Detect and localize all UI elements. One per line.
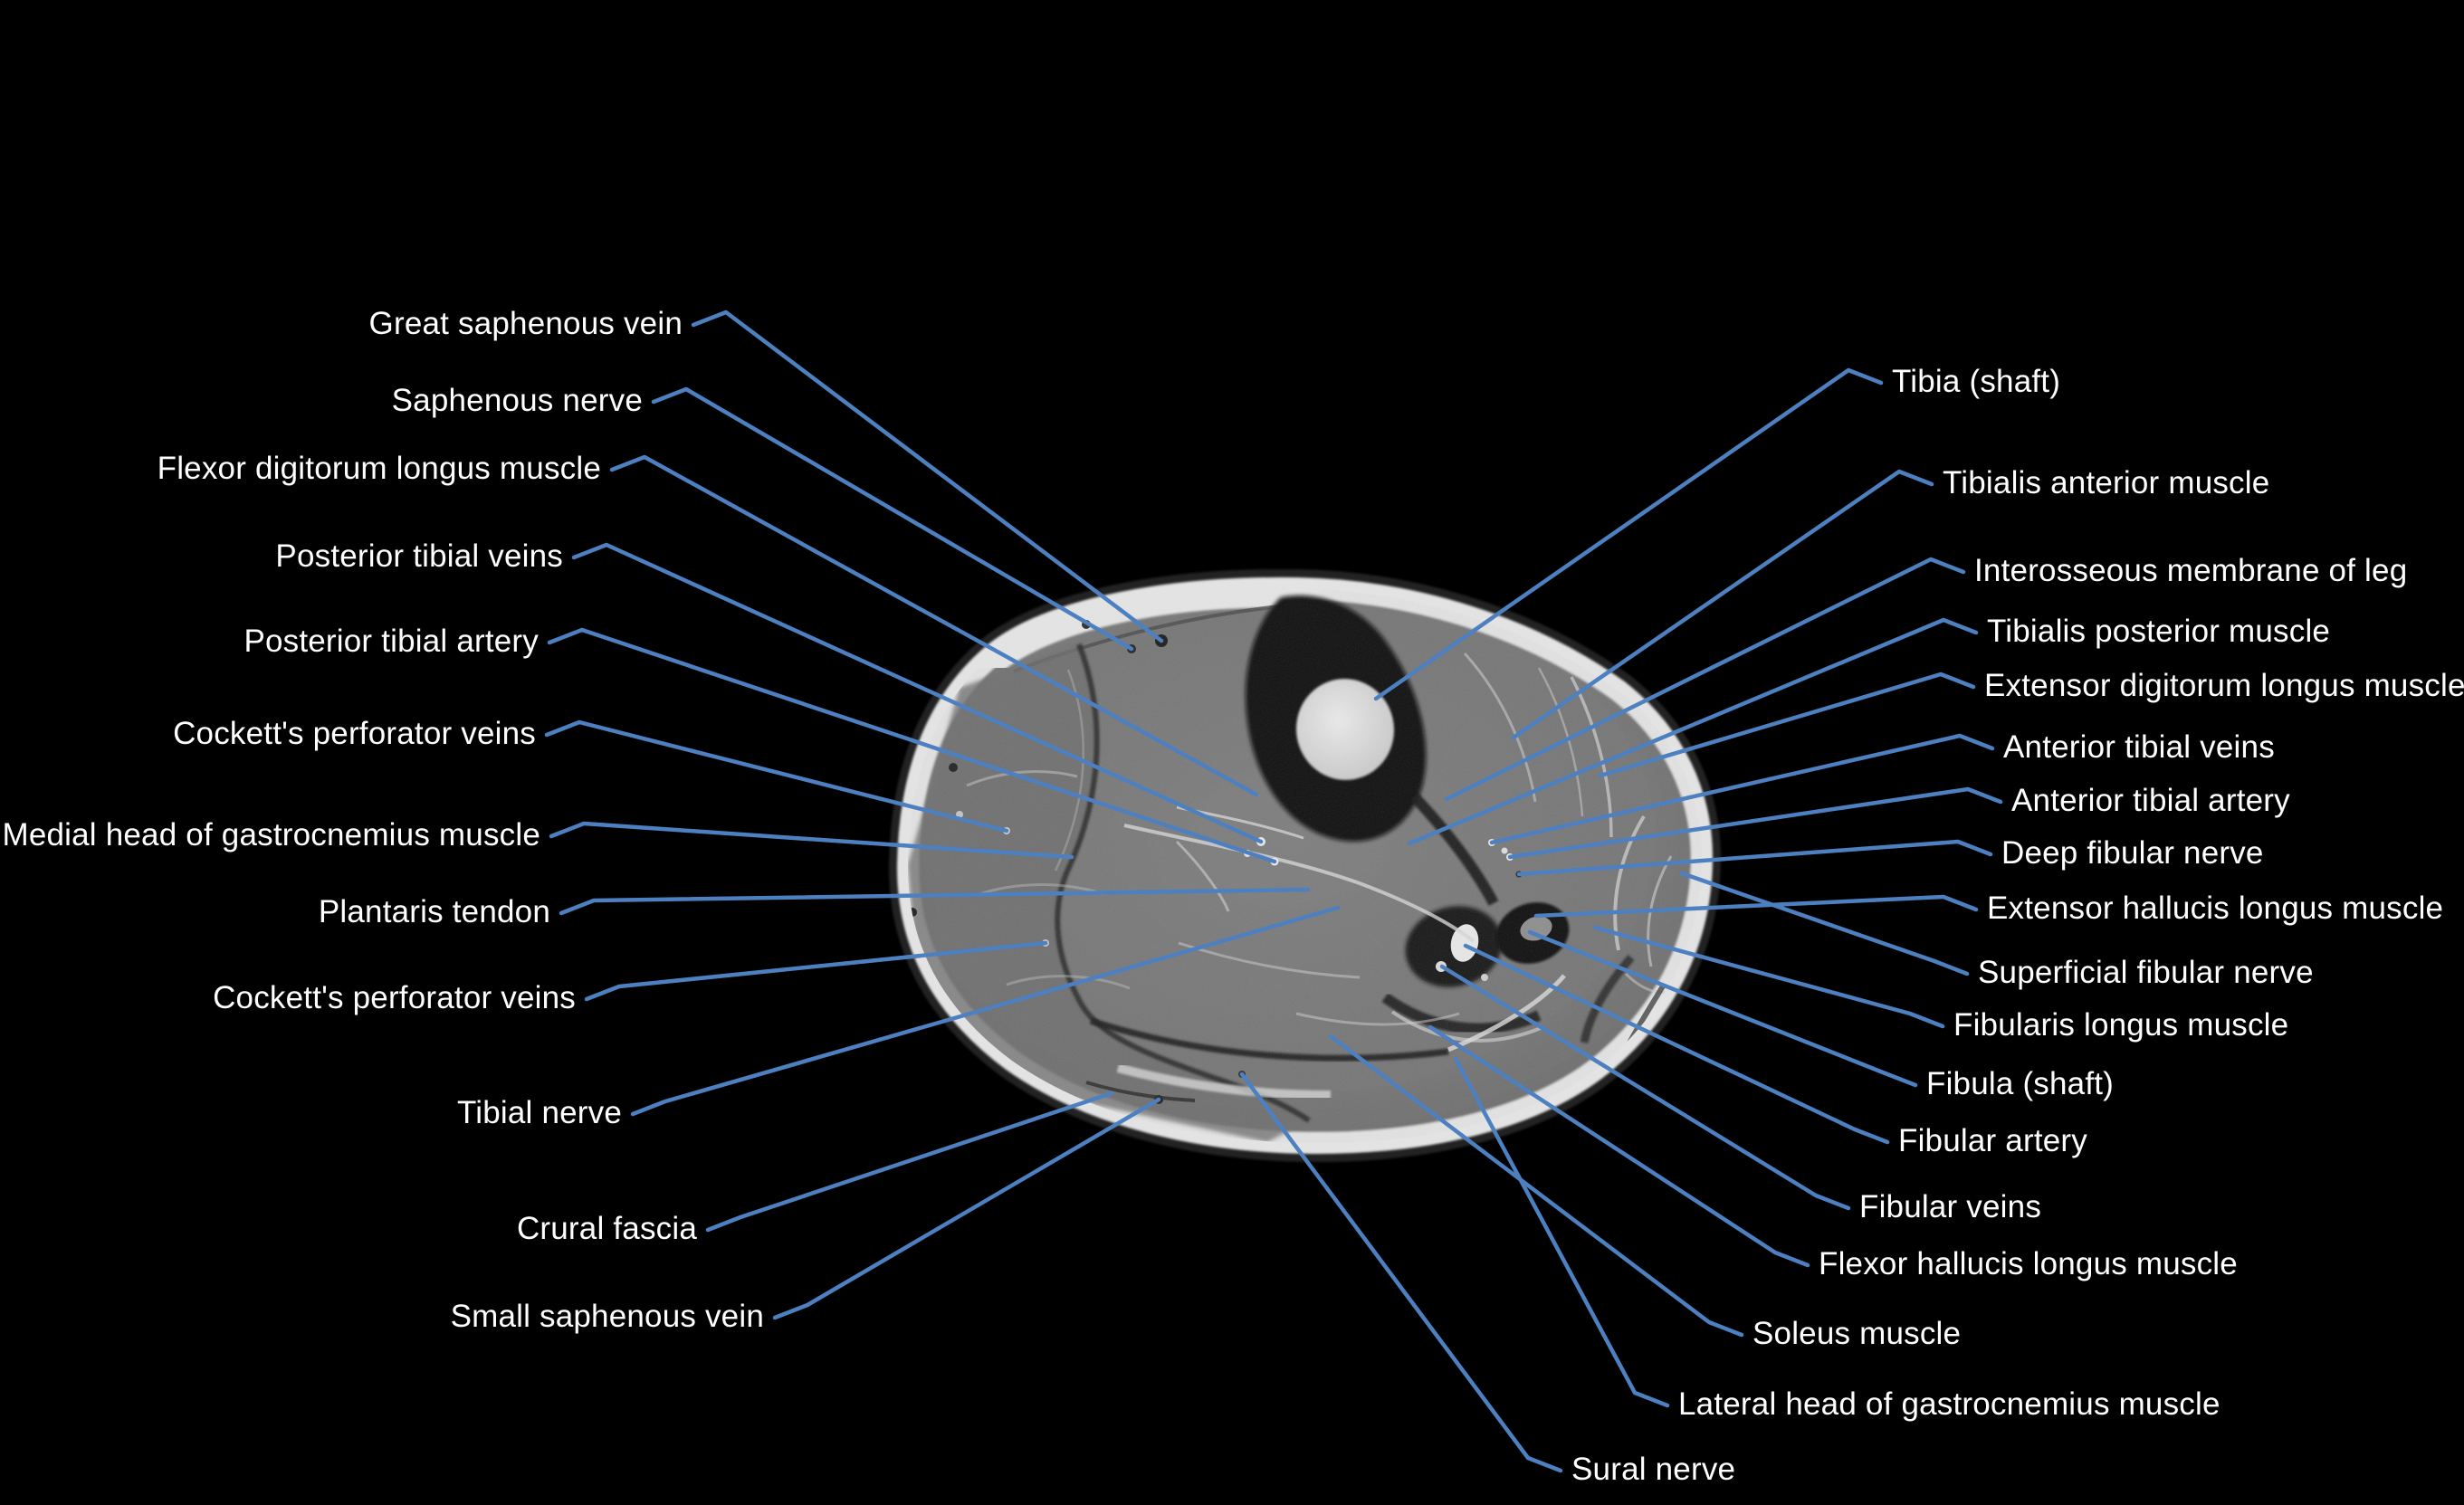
leader-soleus-muscle — [1328, 1033, 1744, 1338]
leader-crural-fascia — [705, 1091, 1114, 1233]
label-great-saphenous-vein: Great saphenous vein — [368, 305, 683, 341]
label-lateral-head-of-gastrocnemius-muscle: Lateral head of gastrocnemius muscle — [1678, 1386, 2220, 1422]
label-soleus-muscle: Soleus muscle — [1752, 1315, 1962, 1351]
leader-deep-fibular-nerve — [1516, 839, 1993, 877]
leader-tibialis-anterior-muscle — [1511, 469, 1934, 740]
label-posterior-tibial-artery: Posterior tibial artery — [244, 623, 539, 659]
label-tibia-shaft: Tibia (shaft) — [1892, 363, 2061, 399]
leader-interosseous-membrane-of-leg — [1444, 557, 1966, 802]
leader-flexor-hallucis-longus-muscle — [1428, 1024, 1810, 1268]
leader-small-saphenous-vein — [772, 1097, 1161, 1320]
label-flexor-digitorum-longus-muscle: Flexor digitorum longus muscle — [157, 450, 601, 486]
label-crural-fascia: Crural fascia — [516, 1210, 697, 1246]
leader-posterior-tibial-veins — [571, 542, 1264, 844]
label-plantaris-tendon: Plantaris tendon — [318, 893, 550, 929]
label-extensor-digitorum-longus-muscle: Extensor digitorum longus muscle — [1984, 667, 2464, 703]
label-fibula-shaft: Fibula (shaft) — [1926, 1065, 2115, 1101]
leader-fibularis-longus-muscle — [1592, 925, 1945, 1029]
label-posterior-tibial-veins: Posterior tibial veins — [275, 538, 563, 574]
label-anterior-tibial-artery: Anterior tibial artery — [2011, 782, 2290, 818]
leader-anterior-tibial-veins — [1489, 733, 1995, 845]
leader-superficial-fibular-nerve — [1679, 871, 1970, 976]
label-fibularis-longus-muscle: Fibularis longus muscle — [1953, 1006, 2289, 1043]
leader-tibialis-posterior-muscle — [1407, 617, 1979, 846]
leader-medial-head-of-gastrocnemius-muscle — [549, 821, 1074, 860]
label-cockett-perforator-veins-lower: Cockett's perforator veins — [213, 979, 576, 1015]
label-superficial-fibular-nerve: Superficial fibular nerve — [1978, 954, 2314, 990]
leader-plantaris-tendon — [559, 887, 1311, 916]
leader-fibula-shaft — [1527, 929, 1918, 1088]
label-fibular-veins: Fibular veins — [1859, 1188, 2042, 1224]
leader-fibular-artery — [1463, 943, 1890, 1145]
label-medial-head-of-gastrocnemius-muscle: Medial head of gastrocnemius muscle — [2, 816, 540, 853]
leader-extensor-digitorum-longus-muscle — [1598, 672, 1976, 778]
leader-cockett-perforator-veins-lower — [584, 940, 1048, 1002]
label-saphenous-nerve: Saphenous nerve — [391, 382, 643, 418]
label-interosseous-membrane-of-leg: Interosseous membrane of leg — [1974, 552, 2408, 588]
leader-great-saphenous-vein — [691, 310, 1164, 643]
label-deep-fibular-nerve: Deep fibular nerve — [2001, 834, 2264, 871]
label-cockett-perforator-veins-upper: Cockett's perforator veins — [173, 715, 536, 751]
label-sural-nerve: Sural nerve — [1571, 1451, 1736, 1487]
leader-anterior-tibial-artery — [1507, 786, 2003, 860]
mri-internal-structures — [907, 587, 1702, 1144]
leader-tibia-shaft — [1373, 367, 1884, 701]
label-extensor-hallucis-longus-muscle: Extensor hallucis longus muscle — [1987, 890, 2444, 926]
label-small-saphenous-vein: Small saphenous vein — [450, 1298, 764, 1334]
leader-lines-layer — [544, 310, 2003, 1473]
leader-sural-nerve — [1239, 1072, 1563, 1473]
leader-cockett-perforator-veins-upper — [544, 719, 1009, 833]
label-fibular-artery: Fibular artery — [1898, 1122, 2087, 1158]
label-tibialis-posterior-muscle: Tibialis posterior muscle — [1987, 613, 2331, 649]
leader-extensor-hallucis-longus-muscle — [1533, 894, 1979, 919]
leader-saphenous-nerve — [651, 386, 1134, 652]
label-tibialis-anterior-muscle: Tibialis anterior muscle — [1943, 464, 2270, 500]
leader-posterior-tibial-artery — [547, 627, 1277, 864]
label-flexor-hallucis-longus-muscle: Flexor hallucis longus muscle — [1819, 1245, 2238, 1281]
leader-tibial-nerve — [630, 905, 1341, 1117]
leader-flexor-digitorum-longus-muscle — [609, 454, 1259, 797]
label-anterior-tibial-veins: Anterior tibial veins — [2003, 729, 2275, 765]
leader-fibular-veins — [1439, 964, 1851, 1211]
label-tibial-nerve: Tibial nerve — [456, 1094, 622, 1130]
leader-lateral-head-of-gastrocnemius-muscle — [1453, 1056, 1670, 1408]
